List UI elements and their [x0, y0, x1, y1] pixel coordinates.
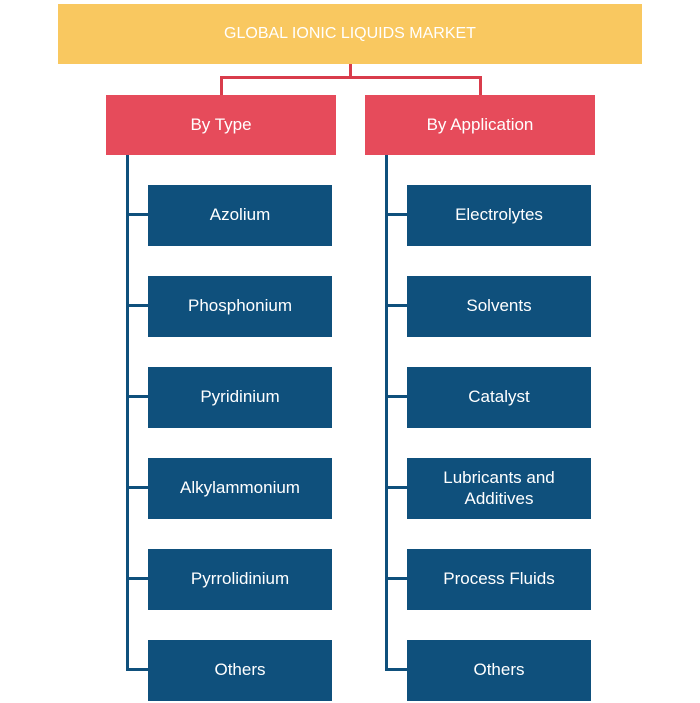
- leaf-label: Others: [214, 660, 266, 680]
- leaf-others-application: Others: [407, 640, 591, 701]
- leaf-label: Pyridinium: [200, 387, 280, 407]
- tick-phosphonium: [126, 304, 148, 307]
- leaf-label: Electrolytes: [455, 205, 543, 225]
- leaf-label: Pyrrolidinium: [190, 569, 290, 589]
- leaf-process-fluids: Process Fluids: [407, 549, 591, 610]
- spine-by-type: [126, 155, 129, 670]
- connector-by-application: [479, 76, 482, 96]
- root-crossbar: [220, 76, 481, 79]
- tick-process-fluids: [385, 577, 407, 580]
- tick-others-application: [385, 668, 407, 671]
- category-by-type: By Type: [106, 95, 336, 155]
- leaf-label: Catalyst: [468, 387, 530, 407]
- leaf-label: Others: [473, 660, 525, 680]
- category-label: By Application: [426, 114, 534, 134]
- root-label: GLOBAL IONIC LIQUIDS MARKET: [224, 25, 476, 43]
- tick-pyrrolidinium: [126, 577, 148, 580]
- tick-alkylammonium: [126, 486, 148, 489]
- leaf-phosphonium: Phosphonium: [148, 276, 332, 337]
- leaf-solvents: Solvents: [407, 276, 591, 337]
- root-stem: [349, 64, 352, 78]
- leaf-electrolytes: Electrolytes: [407, 185, 591, 246]
- tick-others-type: [126, 668, 148, 671]
- root-node: GLOBAL IONIC LIQUIDS MARKET: [58, 4, 642, 64]
- tick-solvents: [385, 304, 407, 307]
- category-by-application: By Application: [365, 95, 595, 155]
- leaf-label: Lubricants and Additives: [443, 468, 555, 508]
- leaf-label: Azolium: [209, 205, 271, 225]
- leaf-label: Alkylammonium: [180, 478, 300, 498]
- tick-azolium: [126, 213, 148, 216]
- category-label: By Type: [190, 114, 252, 134]
- tick-electrolytes: [385, 213, 407, 216]
- leaf-alkylammonium: Alkylammonium: [148, 458, 332, 519]
- tick-catalyst: [385, 395, 407, 398]
- leaf-others-type: Others: [148, 640, 332, 701]
- leaf-pyrrolidinium: Pyrrolidinium: [148, 549, 332, 610]
- spine-by-application: [385, 155, 388, 670]
- leaf-lubricants-and-additives: Lubricants and Additives: [407, 458, 591, 519]
- leaf-label: Process Fluids: [443, 569, 555, 589]
- leaf-label: Phosphonium: [188, 296, 292, 316]
- leaf-label: Solvents: [466, 296, 532, 316]
- leaf-azolium: Azolium: [148, 185, 332, 246]
- tick-lubricants: [385, 486, 407, 489]
- tick-pyridinium: [126, 395, 148, 398]
- leaf-pyridinium: Pyridinium: [148, 367, 332, 428]
- leaf-catalyst: Catalyst: [407, 367, 591, 428]
- connector-by-type: [220, 76, 223, 96]
